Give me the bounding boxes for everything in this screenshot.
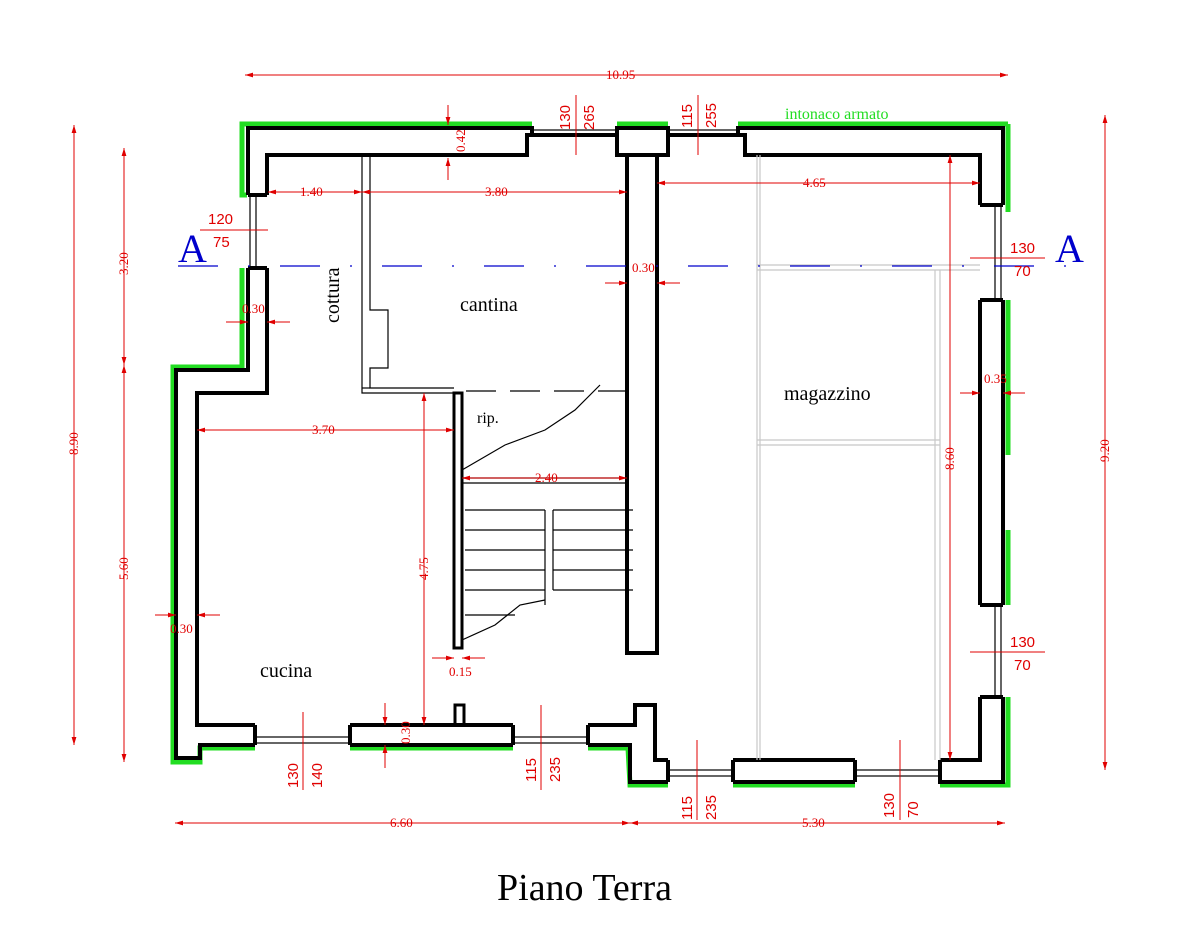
dim-140: 1.40: [300, 184, 323, 199]
plan-title: Piano Terra: [497, 867, 672, 909]
dim-width-right: 5.30: [802, 815, 825, 830]
section-marker-left: A: [178, 226, 207, 271]
dim-030-a: 0.30: [632, 260, 655, 275]
opening-bot2-h: 235: [547, 757, 564, 782]
opening-right1-h: 70: [1014, 263, 1031, 280]
dim-860: 8.60: [942, 447, 957, 470]
dim-240: 2.40: [535, 470, 558, 485]
dim-475: 4.75: [416, 557, 431, 580]
reinforced-plaster: [170, 121, 1011, 788]
dim-height-right: 9.20: [1097, 439, 1112, 462]
opening-right2-w: 130: [1010, 634, 1035, 651]
opening-left-w: 120: [208, 211, 233, 228]
section-line: A A: [178, 226, 1085, 271]
opening-left-h: 75: [213, 234, 230, 251]
opening-labels: 130 265 115 255 120 75 130 70 130 70 130…: [200, 95, 1045, 820]
dim-035: 0.35: [984, 371, 1007, 386]
section-marker-right: A: [1055, 226, 1084, 271]
opening-bot2-w: 115: [523, 758, 540, 782]
opening-bot3-h: 235: [703, 795, 720, 820]
dim-030-b: 0.30: [242, 301, 265, 316]
room-cottura: cottura: [322, 267, 344, 323]
opening-right1-w: 130: [1010, 240, 1035, 257]
dimensions: 10.95 6.60 5.30 8.90 3.20 5.60 9.20 0.42…: [66, 67, 1112, 830]
dim-370: 3.70: [312, 422, 335, 437]
room-magazzino: magazzino: [784, 383, 871, 405]
plaster-note: intonaco armato: [785, 106, 889, 123]
room-labels: cucina cantina magazzino cottura rip.: [260, 267, 871, 682]
opening-top1-w: 130: [557, 105, 574, 130]
dim-030-c: 0.30: [170, 621, 193, 636]
opening-top2-h: 255: [703, 103, 720, 128]
dim-465: 4.65: [803, 175, 826, 190]
room-rip: rip.: [477, 410, 499, 427]
storage-grid: [756, 155, 980, 760]
opening-top1-h: 265: [581, 105, 598, 130]
opening-bot3-w: 115: [679, 796, 696, 820]
interior-walls: [361, 153, 659, 727]
opening-right2-h: 70: [1014, 657, 1031, 674]
opening-bot1-h: 140: [309, 763, 326, 788]
dim-height-lower: 5.60: [116, 557, 131, 580]
dim-width-left: 6.60: [390, 815, 413, 830]
outer-walls: [174, 126, 1005, 784]
room-cantina: cantina: [460, 294, 518, 316]
dim-height-upper: 3.20: [116, 252, 131, 275]
dim-030-d: 0.30: [398, 721, 413, 744]
dim-wall-042: 0.42: [453, 129, 468, 152]
opening-bot1-w: 130: [285, 763, 302, 788]
opening-bot4-w: 130: [881, 793, 898, 818]
opening-top2-w: 115: [679, 104, 696, 128]
dim-overall-width: 10.95: [606, 67, 635, 82]
dim-015: 0.15: [449, 664, 472, 679]
room-cucina: cucina: [260, 660, 312, 682]
dim-height-left: 8.90: [66, 432, 81, 455]
dim-380: 3.80: [485, 184, 508, 199]
opening-bot4-h: 70: [905, 801, 922, 818]
